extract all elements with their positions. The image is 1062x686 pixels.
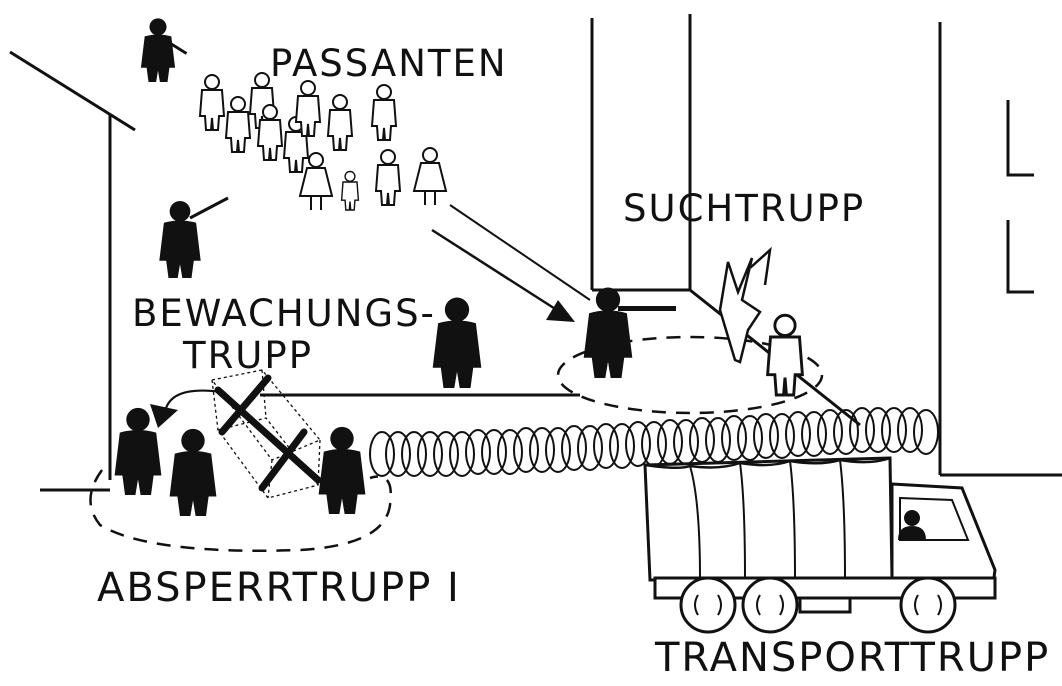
flow-arrow [431, 204, 591, 322]
guard-figure-top [140, 18, 188, 82]
label-absperrtrupp: ABSPERRTRUPP I [97, 565, 461, 611]
guard-figure-rifle [159, 196, 229, 278]
curved-arrow [150, 389, 223, 428]
label-passanten: PASSANTEN [270, 42, 508, 85]
transport-truck [643, 456, 997, 634]
label-suchtrupp: SUCHTRUPP [623, 187, 866, 230]
search-team-group [556, 246, 824, 415]
driver-figure [898, 510, 926, 540]
barricade-obstacle [210, 369, 322, 499]
passersby-crowd [199, 72, 447, 211]
cordon-team-group [89, 407, 393, 552]
label-bewachungstrupp-line2: TRUPP [183, 334, 314, 377]
label-transporttrupp: TRANSPORTTRUPP [655, 635, 1051, 681]
guard-figure-center [432, 297, 482, 388]
label-bewachungstrupp-line1: BEWACHUNGS- [132, 292, 436, 335]
